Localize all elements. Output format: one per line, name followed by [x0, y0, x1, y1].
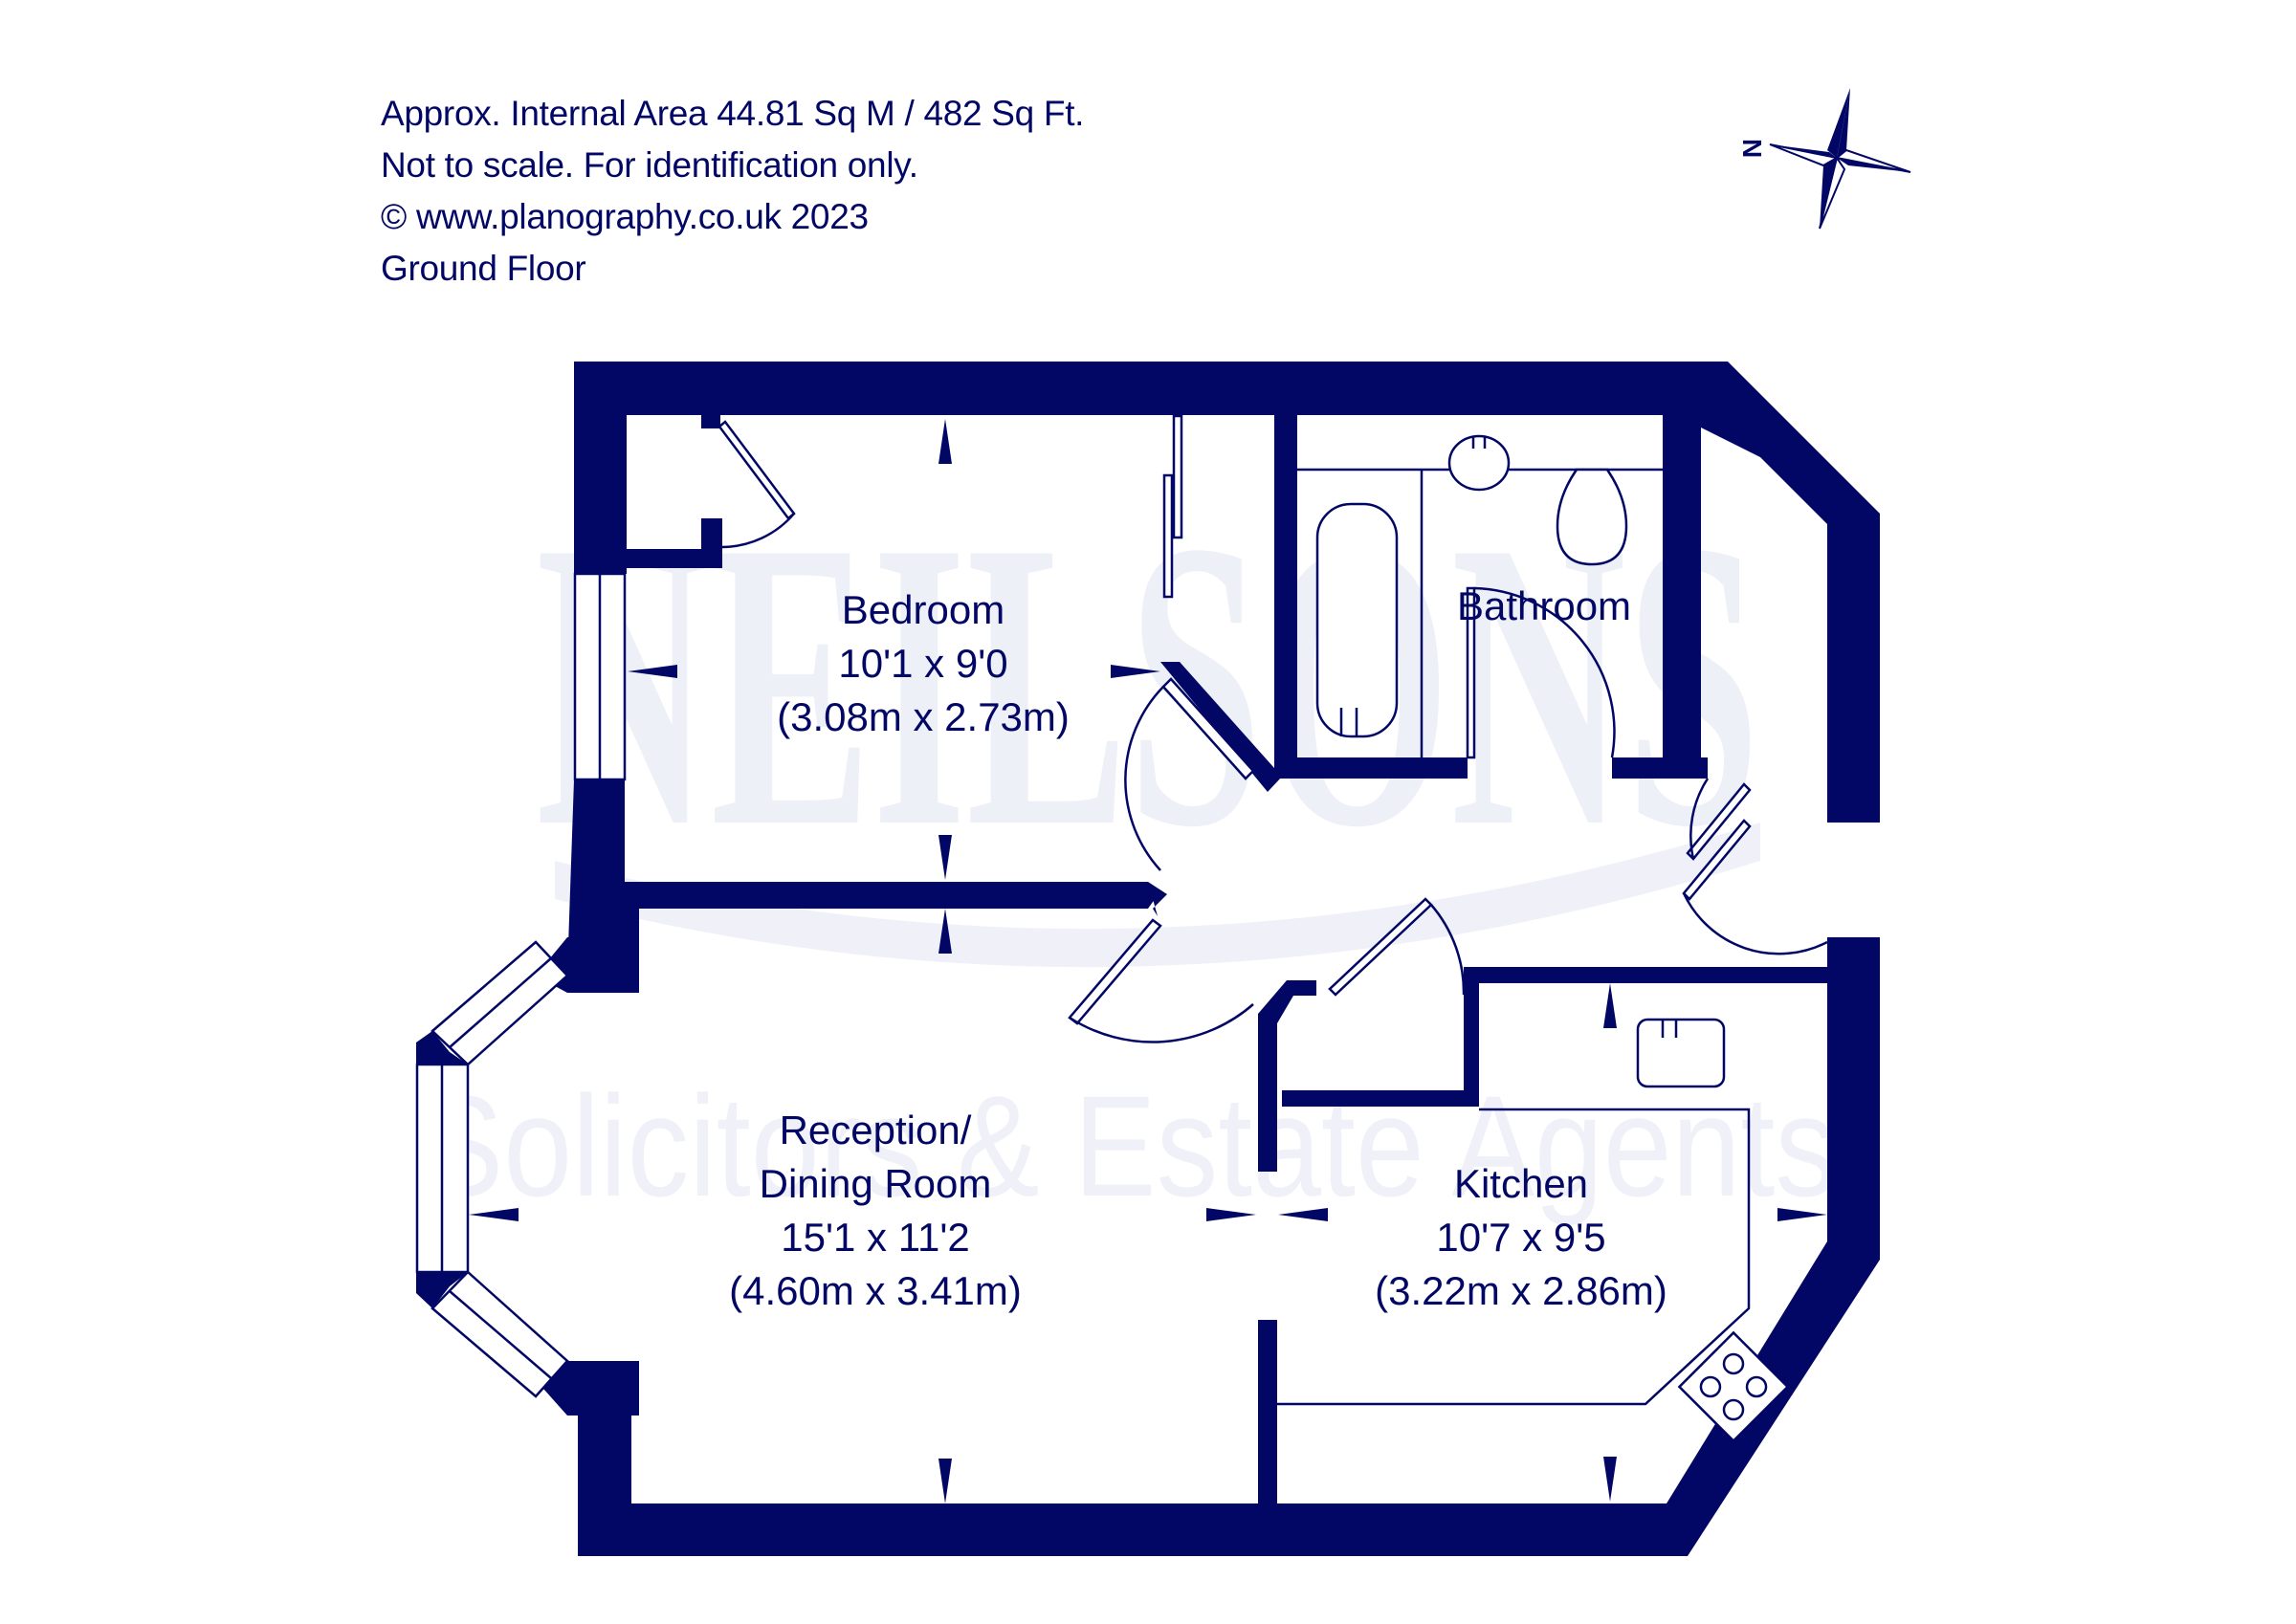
floor-label: Ground Floor [381, 249, 586, 288]
watermark-tagline: Solicitors & Estate Agents [421, 1065, 1837, 1226]
basin-icon [1447, 434, 1511, 492]
bedroom-imperial: 10'1 x 9'0 [838, 641, 1007, 686]
reception-imperial: 15'1 x 11'2 [781, 1215, 969, 1260]
watermark: NEILSONS Solicitors & Estate Agents [421, 457, 1837, 1226]
reception-metric: (4.60m x 3.41m) [729, 1268, 1022, 1313]
bedroom-name: Bedroom [842, 587, 1004, 632]
dimension-arrows [469, 419, 1827, 1503]
room-label-kitchen: Kitchen 10'7 x 9'5 (3.22m x 2.86m) [1375, 1161, 1667, 1313]
room-label-reception: Reception/ Dining Room 15'1 x 11'2 (4.60… [729, 1108, 1022, 1313]
toilet-icon [1556, 468, 1628, 566]
plan-info-block: Approx. Internal Area 44.81 Sq M / 482 S… [381, 88, 1084, 295]
kitchen-metric: (3.22m x 2.86m) [1375, 1268, 1667, 1313]
bathroom-name: Bathroom [1457, 583, 1631, 628]
room-label-bathroom: Bathroom [1457, 583, 1631, 628]
doors [718, 414, 1828, 1043]
internal-area-text: Approx. Internal Area 44.81 Sq M / 482 S… [381, 94, 1085, 133]
copyright-text: © www.planography.co.uk 2023 [381, 197, 869, 236]
room-label-bedroom: Bedroom 10'1 x 9'0 (3.08m x 2.73m) [777, 587, 1070, 739]
watermark-brand: NEILSONS [536, 457, 1760, 912]
reception-name-line1: Reception/ [780, 1108, 972, 1152]
hob-icon [1677, 1330, 1790, 1443]
watermark-swoosh [555, 823, 1760, 968]
bathtub-icon [1315, 502, 1399, 738]
walls [416, 362, 1880, 1556]
kitchen-worktop-outline [1277, 1108, 1751, 1406]
fixtures [1277, 434, 1790, 1443]
kitchen-sink-icon [1636, 1018, 1726, 1088]
bedroom-metric: (3.08m x 2.73m) [777, 694, 1070, 739]
kitchen-name: Kitchen [1454, 1161, 1588, 1206]
scale-disclaimer-text: Not to scale. For identification only. [381, 145, 918, 185]
reception-name-line2: Dining Room [760, 1161, 992, 1206]
kitchen-imperial: 10'7 x 9'5 [1436, 1215, 1605, 1260]
compass-rose-icon: N [1737, 88, 1911, 230]
compass-north-label: N [1737, 139, 1767, 158]
windows [415, 572, 627, 1398]
